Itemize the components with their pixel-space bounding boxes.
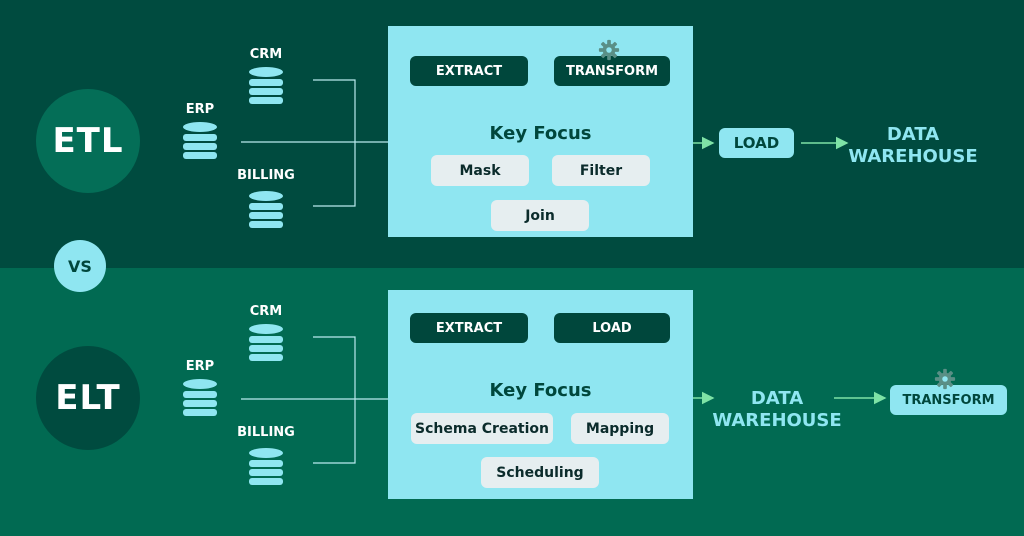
etl-data-warehouse: DATA WAREHOUSE [845, 124, 981, 168]
database-icon [249, 191, 283, 228]
elt-badge: ELT [36, 346, 140, 450]
etl-focus-filter: Filter [552, 155, 650, 186]
elt-focus-mapping: Mapping [571, 413, 669, 444]
elt-source-erp-label: ERP [185, 359, 215, 374]
elt-extract-step: EXTRACT [410, 313, 528, 343]
database-icon [249, 67, 283, 104]
database-icon [249, 448, 283, 485]
elt-key-focus-title: Key Focus [489, 380, 592, 401]
database-icon [249, 324, 283, 361]
gear-icon [934, 368, 956, 390]
etl-badge: ETL [36, 89, 140, 193]
elt-warehouse-line2: WAREHOUSE [712, 410, 842, 431]
elt-source-crm-label: CRM [249, 304, 283, 319]
etl-focus-mask: Mask [431, 155, 529, 186]
etl-source-crm-label: CRM [249, 47, 283, 62]
etl-warehouse-line2: WAREHOUSE [848, 146, 978, 167]
etl-source-erp-label: ERP [185, 102, 215, 117]
etl-focus-join: Join [491, 200, 589, 231]
vs-badge: VS [54, 240, 106, 292]
etl-source-billing-label: BILLING [237, 168, 295, 183]
gear-icon [598, 39, 620, 61]
elt-data-warehouse: DATA WAREHOUSE [709, 388, 845, 432]
etl-transform-step: TRANSFORM [554, 56, 670, 86]
database-icon [183, 122, 217, 159]
etl-warehouse-line1: DATA [886, 124, 940, 145]
elt-transform-step: TRANSFORM [890, 385, 1007, 415]
elt-warehouse-line1: DATA [750, 388, 804, 409]
etl-extract-step: EXTRACT [410, 56, 528, 86]
elt-source-billing-label: BILLING [237, 425, 295, 440]
etl-key-focus-title: Key Focus [489, 123, 592, 144]
database-icon [183, 379, 217, 416]
elt-focus-scheduling: Scheduling [481, 457, 599, 488]
etl-load-step: LOAD [719, 128, 794, 158]
elt-load-step: LOAD [554, 313, 670, 343]
elt-focus-schema-creation: Schema Creation [411, 413, 553, 444]
